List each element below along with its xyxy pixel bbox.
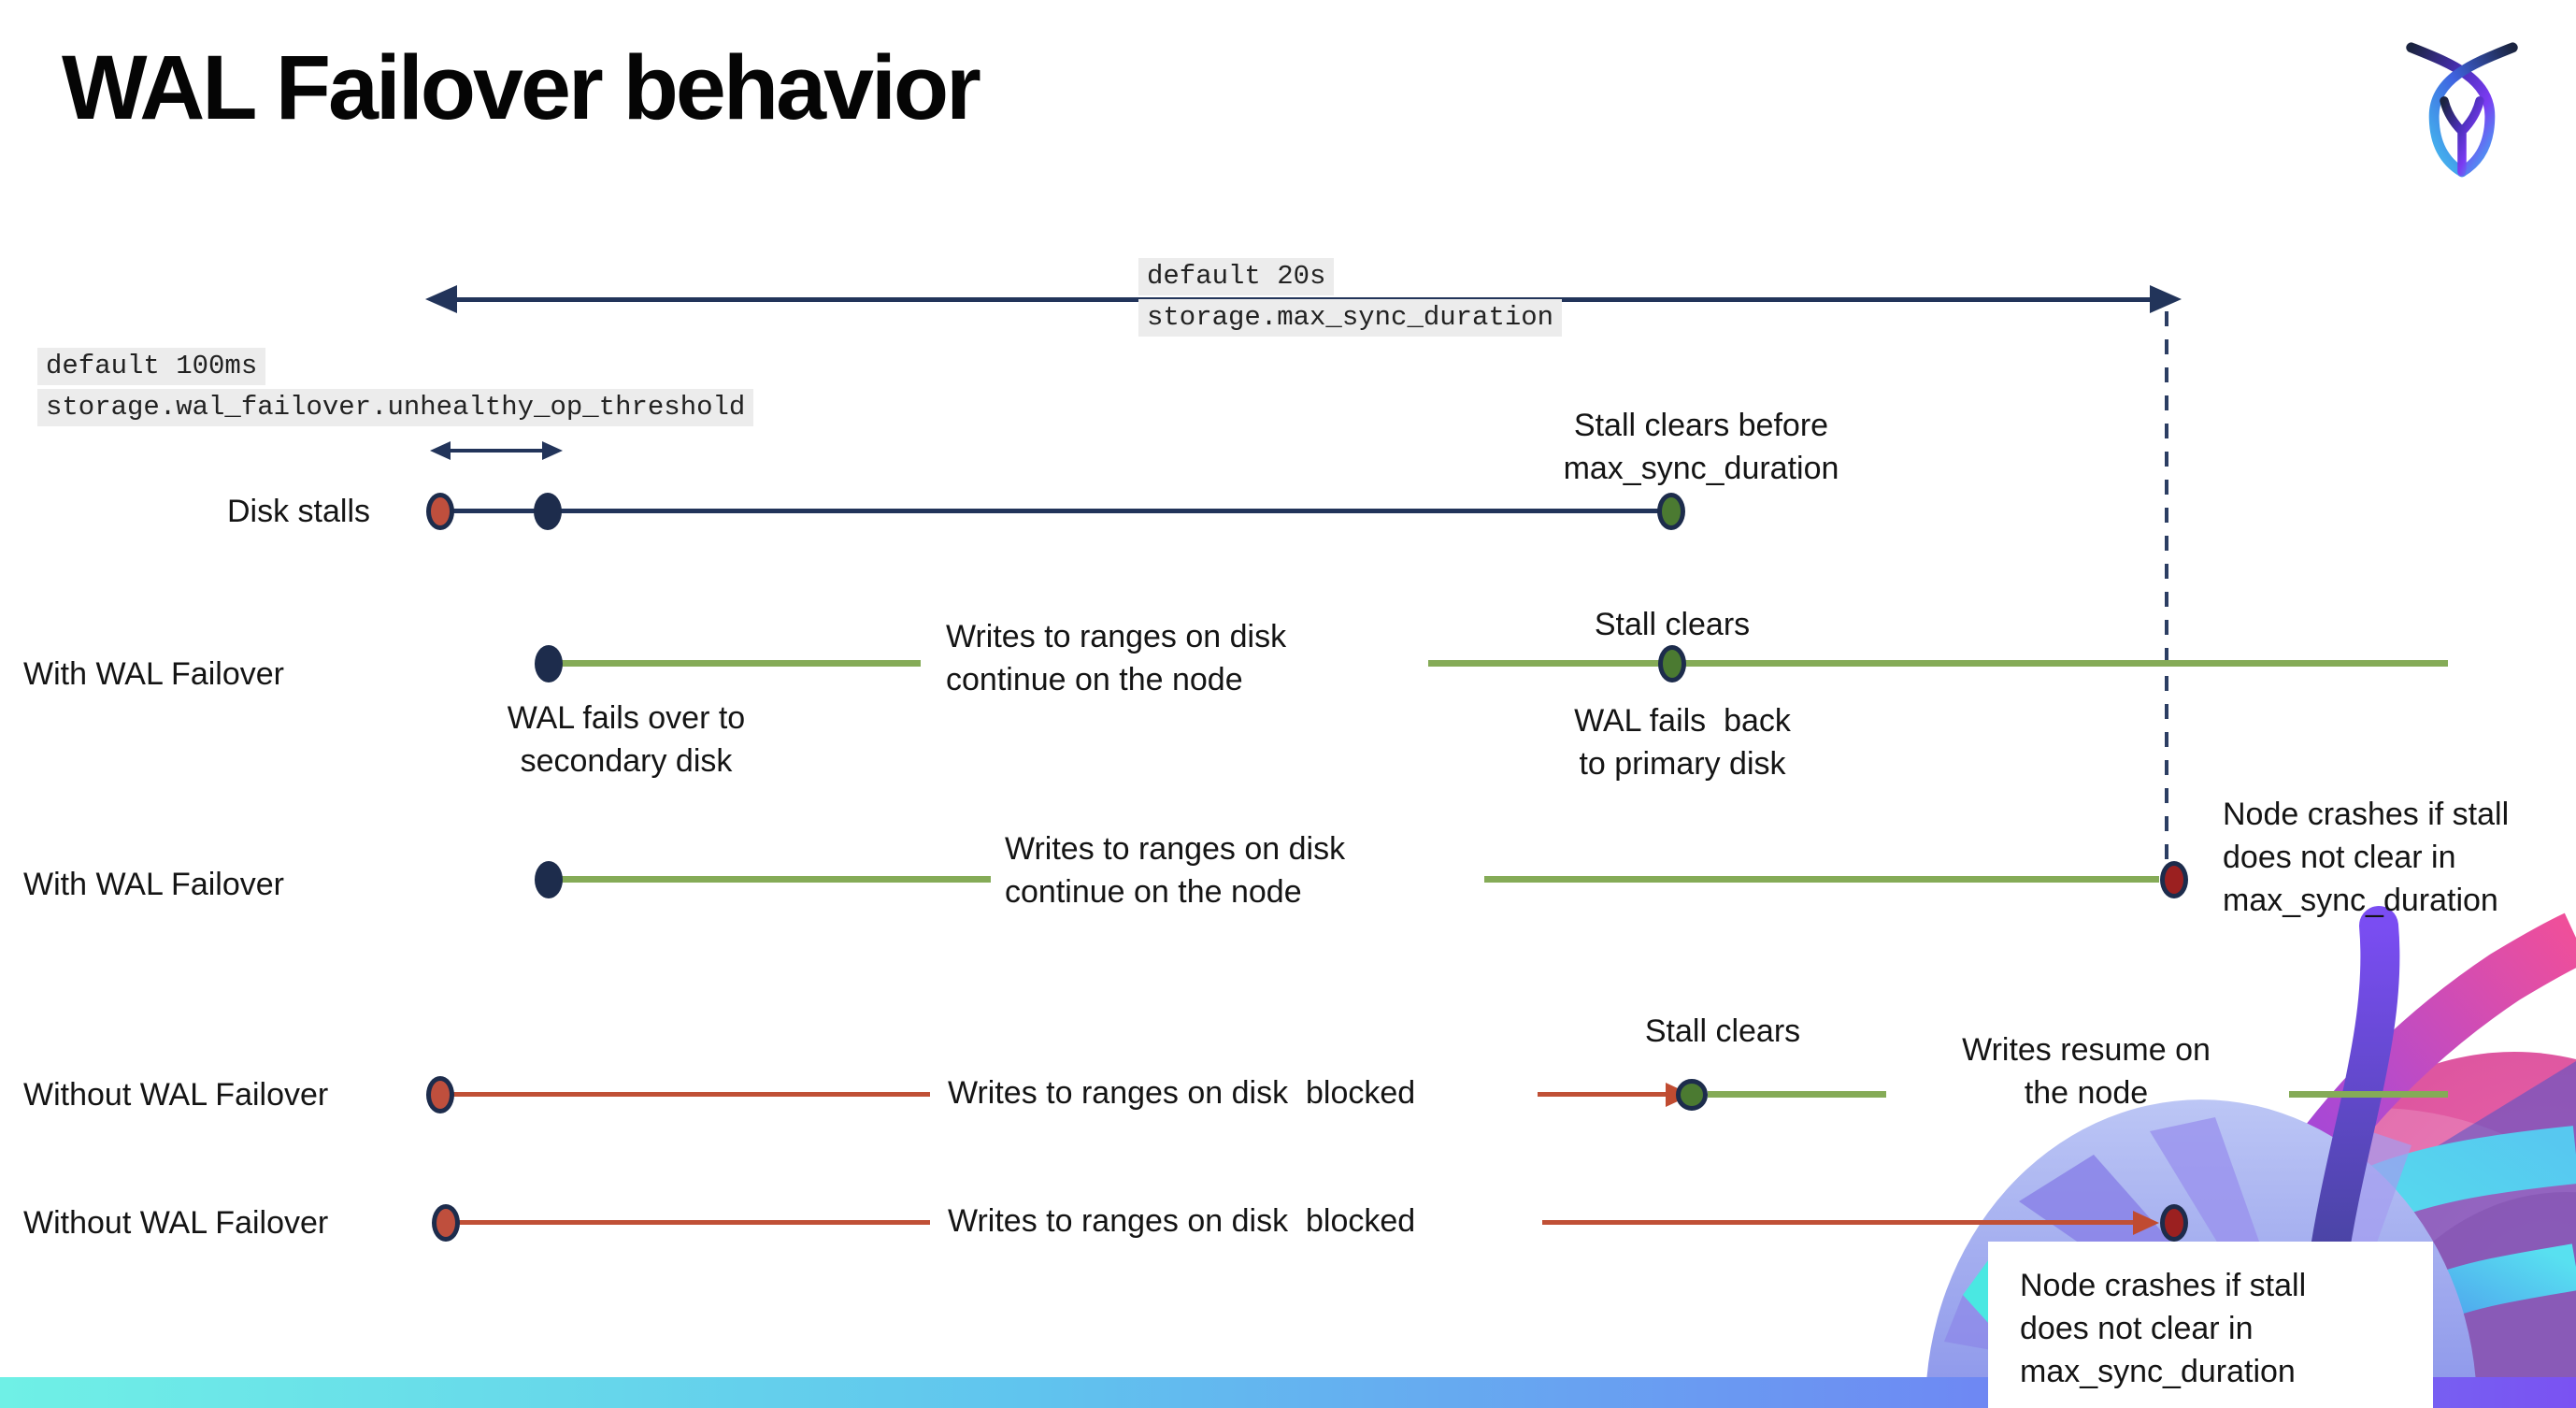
row-label-with-wal-failover-1: With WAL Failover (23, 656, 284, 692)
stall-clears-dot (1657, 493, 1685, 530)
stall-clears-dot-2 (1658, 645, 1686, 682)
node-crash-callout: Node crashes if stall does not clear in … (1988, 1242, 2433, 1408)
disk-stalls-timeline (440, 509, 1671, 513)
writes-continue-line-2a (559, 876, 991, 883)
stall-clears-before-note: Stall clears before max_sync_duration (1563, 408, 1839, 486)
threshold-arrow-line (443, 449, 550, 453)
page-title: WAL Failover behavior (62, 36, 981, 138)
failover-dot-2 (535, 861, 563, 898)
writes-blocked-line-1b (1538, 1092, 1668, 1097)
code-chip: storage.max_sync_duration (1138, 299, 1563, 337)
blocked-arrow-head-icon-2 (2133, 1211, 2159, 1235)
code-chip: storage.wal_failover.unhealthy_op_thresh… (37, 389, 754, 426)
writes-continue-note-2: Writes to ranges on disk continue on the… (1005, 831, 1346, 910)
writes-continue-line-1a (559, 660, 921, 667)
node-crash-note-2: Node crashes if stall does not clear in … (2020, 1268, 2307, 1389)
writes-resume-note: Writes resume on the node (1962, 1032, 2211, 1111)
disk-stall-dot-4 (432, 1204, 460, 1242)
writes-continue-line-1b (1428, 660, 2448, 667)
stall-clears-dot-3 (1676, 1079, 1708, 1111)
failover-dot (535, 645, 563, 682)
writes-resume-line-a (1708, 1091, 1886, 1098)
fails-over-note: WAL fails over to secondary disk (507, 700, 746, 779)
stall-clears-label-2: Stall clears (1594, 607, 1751, 642)
row-label-disk-stalls: Disk stalls (227, 494, 371, 529)
writes-continue-note-1: Writes to ranges on disk continue on the… (946, 619, 1287, 697)
disk-stall-dot-3 (426, 1076, 454, 1113)
writes-resume-line-b (2289, 1091, 2448, 1098)
row-label-with-wal-failover-2: With WAL Failover (23, 867, 284, 902)
row-label-without-wal-failover-1: Without WAL Failover (23, 1077, 329, 1113)
max-sync-default-label: default 20s (1138, 258, 1335, 295)
cockroachdb-logo-icon (2406, 42, 2518, 178)
writes-blocked-note-1: Writes to ranges on disk blocked (948, 1075, 1416, 1111)
writes-blocked-note-2: Writes to ranges on disk blocked (948, 1203, 1416, 1239)
row-label-without-wal-failover-2: Without WAL Failover (23, 1205, 329, 1241)
code-chip: default 20s (1138, 258, 1335, 295)
writes-blocked-line-2a (457, 1220, 930, 1225)
writes-continue-line-2b (1484, 876, 2159, 883)
fails-back-note: WAL fails back to primary disk (1574, 703, 1791, 782)
arrow-left-head-icon (425, 285, 457, 313)
writes-blocked-line-2b (1542, 1220, 2133, 1225)
disk-stall-start-dot (426, 493, 454, 530)
node-crash-note-1: Node crashes if stall does not clear in … (2223, 797, 2510, 918)
threshold-setting-label: storage.wal_failover.unhealthy_op_thresh… (37, 389, 754, 426)
max-sync-deadline-dashed-line (2165, 311, 2168, 865)
threshold-arrow-right-head-icon (542, 441, 563, 460)
node-crash-dot-1 (2160, 861, 2188, 898)
arrow-right-head-icon (2150, 285, 2182, 313)
threshold-arrow-left-head-icon (430, 441, 451, 460)
threshold-reached-dot (534, 493, 562, 530)
writes-blocked-line-1a (451, 1092, 930, 1097)
node-crash-dot-2 (2160, 1204, 2188, 1242)
max-sync-setting-label: storage.max_sync_duration (1138, 299, 1563, 337)
code-chip: default 100ms (37, 348, 266, 385)
stall-clears-label-3: Stall clears (1644, 1013, 1801, 1049)
threshold-default-label: default 100ms (37, 348, 266, 385)
